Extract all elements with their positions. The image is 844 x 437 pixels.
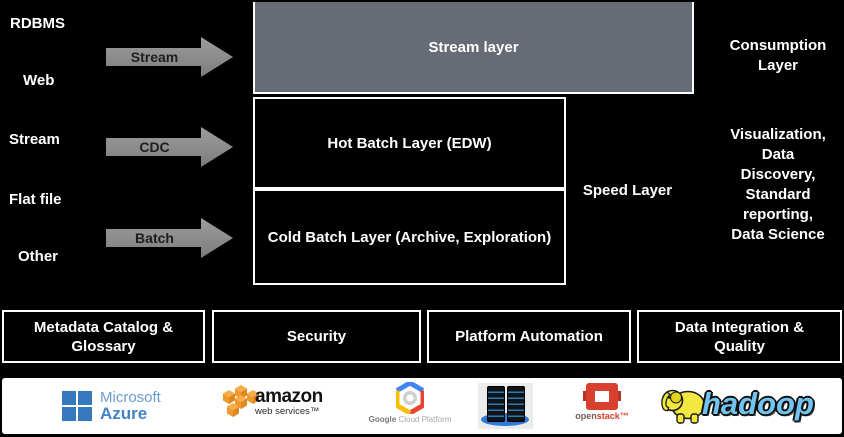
foundation-label-line: Platform Automation <box>455 328 603 345</box>
foundation-box-data-integration: Data Integration & Quality <box>637 310 842 363</box>
hot-batch-layer-box: Hot Batch Layer (EDW) <box>253 97 566 189</box>
stream-arrow: Stream <box>106 37 233 77</box>
foundation-box-platform-automation: Platform Automation <box>427 310 631 363</box>
foundation-label-line: Data Integration & <box>674 318 805 336</box>
right-arrow-icon <box>106 218 233 258</box>
server-rack-icon <box>478 383 533 429</box>
gcp-logo: Google Cloud Platform <box>369 382 451 424</box>
arrow-label: Batch <box>135 230 174 246</box>
stream-layer-label: Stream layer <box>428 38 519 56</box>
foundation-label-line: Glossary <box>71 337 136 355</box>
cdc-arrow: CDC <box>106 127 233 167</box>
aws-brand-line2: web services™ <box>255 406 320 417</box>
openstack-brand-part1: open <box>575 411 597 421</box>
consumption-layer-label: Consumption Layer <box>722 36 834 76</box>
server-tower-icon <box>507 386 525 422</box>
gcp-suffix: Cloud Platform <box>396 415 452 424</box>
source-label-flat-file: Flat file <box>9 191 62 208</box>
consumption-line: Consumption <box>729 37 827 54</box>
azure-brand-line1: Microsoft <box>100 389 161 406</box>
source-label-other: Other <box>18 248 59 265</box>
right-arrow-icon <box>106 127 233 167</box>
stream-layer-box: Stream layer <box>253 2 694 94</box>
hadoop-brand: hadoop <box>702 386 814 421</box>
source-label-rdbms: RDBMS <box>10 15 65 32</box>
openstack-cube-icon <box>583 383 621 410</box>
detail-line: reporting, <box>743 206 813 223</box>
detail-line: Data <box>761 146 795 163</box>
server-tower-icon <box>487 386 505 422</box>
hadoop-logo: hadoop <box>660 384 814 424</box>
aws-logo: amazon web services™ <box>222 385 323 419</box>
foundation-box-metadata-catalog: Metadata Catalog & Glossary <box>2 310 205 363</box>
foundation-box-security: Security <box>212 310 421 363</box>
batch-arrow: Batch <box>106 218 233 258</box>
detail-line: Standard <box>745 186 811 203</box>
cold-batch-layer-label: Cold Batch Layer (Archive, Exploration) <box>267 228 552 246</box>
azure-logo: Microsoft Azure <box>62 390 161 422</box>
microsoft-window-icon <box>62 391 92 421</box>
azure-brand-line2: Azure <box>100 404 148 423</box>
speed-layer-label: Speed Layer <box>582 182 673 199</box>
foundation-label-line: Quality <box>714 337 765 355</box>
foundation-label-line: Metadata Catalog & <box>33 318 174 336</box>
arrow-label: CDC <box>139 139 170 155</box>
detail-line: Data Science <box>731 226 825 243</box>
detail-line: Visualization, <box>730 126 826 143</box>
gcp-hexagon-icon <box>396 382 424 414</box>
foundation-label-line: Security <box>286 328 347 345</box>
vendor-logo-bar: Microsoft Azure <box>2 378 842 434</box>
aws-brand-line1: amazon <box>255 386 323 407</box>
gcp-brand: Google <box>368 415 397 424</box>
arrow-label: Stream <box>130 49 179 65</box>
detail-line: Discovery, <box>740 166 816 183</box>
openstack-logo: openstack™ <box>575 383 629 421</box>
aws-boxes-icon <box>223 385 259 417</box>
hadoop-elephant-icon <box>661 389 706 424</box>
source-label-stream: Stream <box>9 131 60 148</box>
source-label-web: Web <box>23 72 55 89</box>
consumption-line: Layer <box>757 57 799 74</box>
openstack-brand-part2: stack™ <box>596 411 629 421</box>
consumption-detail-text: Visualization, Data Discovery, Standard … <box>722 125 834 245</box>
cold-batch-layer-box: Cold Batch Layer (Archive, Exploration) <box>253 189 566 285</box>
hot-batch-layer-label: Hot Batch Layer (EDW) <box>327 134 492 152</box>
right-arrow-icon <box>106 37 233 77</box>
